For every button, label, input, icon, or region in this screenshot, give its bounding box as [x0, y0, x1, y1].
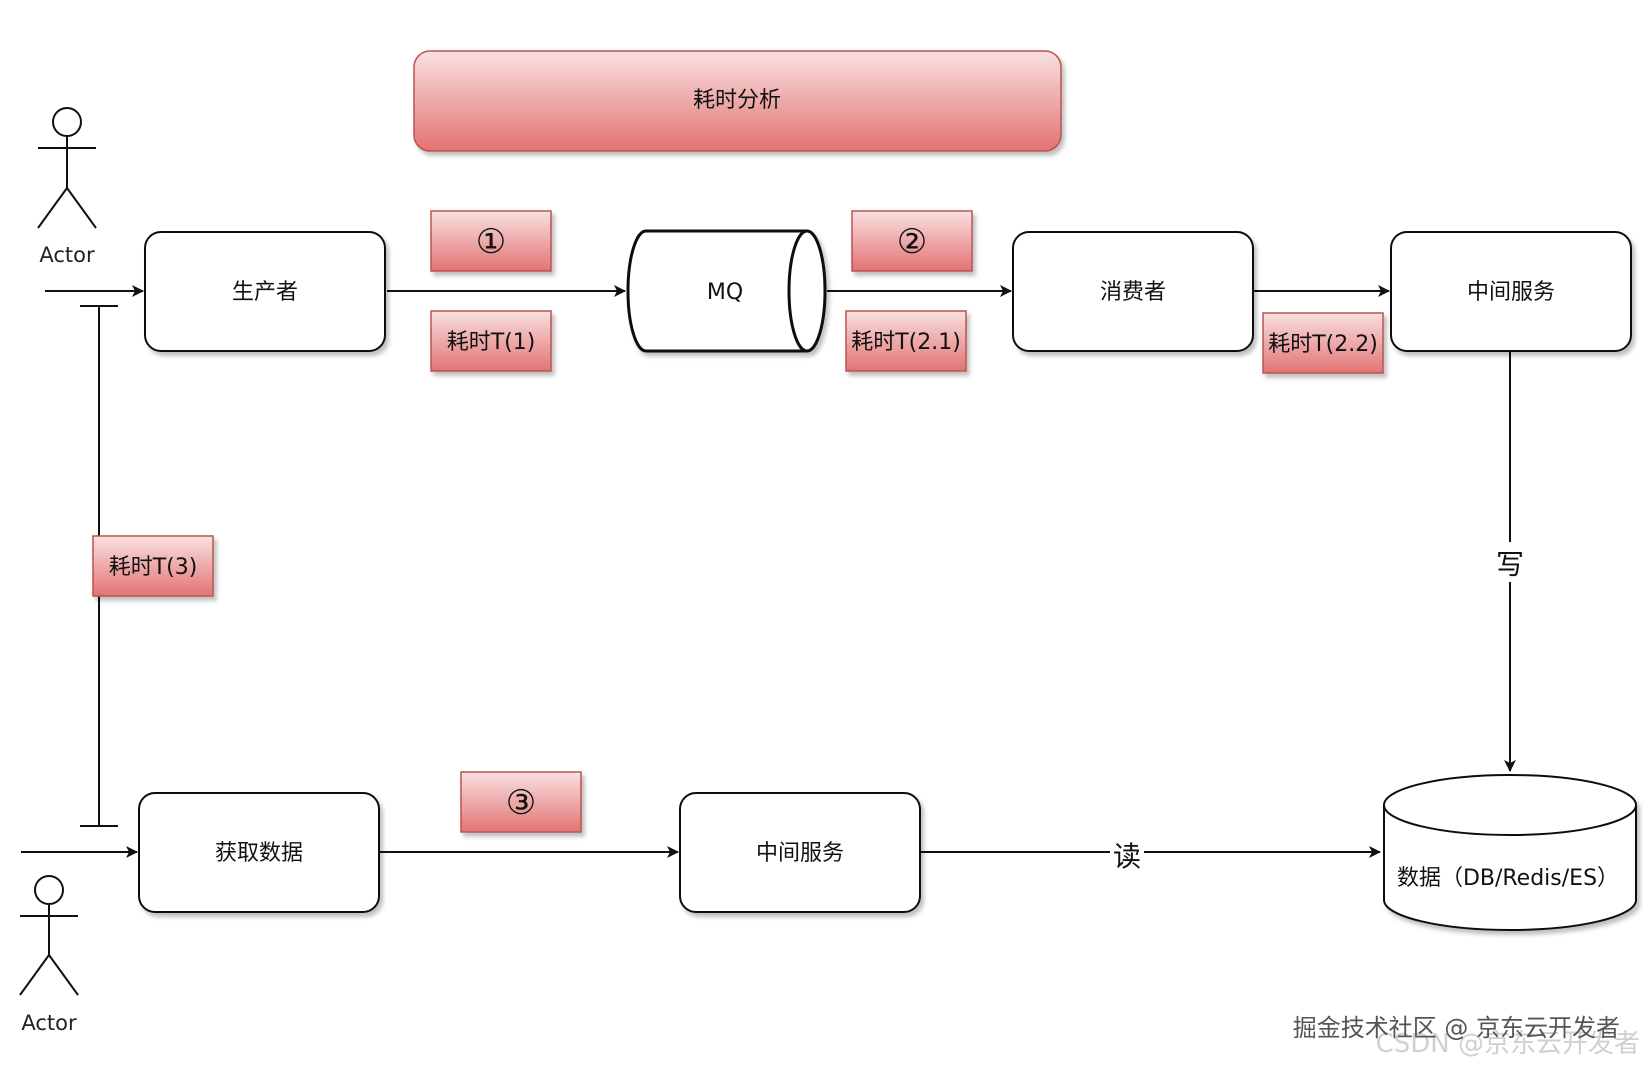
tag-t21	[845, 310, 967, 372]
read-label-bg	[1110, 834, 1144, 874]
title-text: 耗时分析	[693, 88, 781, 113]
tag-t1	[430, 310, 552, 372]
tag-t21-text: 耗时T(2.1)	[851, 330, 961, 355]
datastore-label: 数据（DB/Redis/ES）	[1397, 866, 1619, 891]
write-label-bg	[1494, 542, 1526, 582]
mq-node	[626, 229, 827, 353]
datastore-node	[1383, 774, 1637, 931]
fetch-data-label: 获取数据	[215, 841, 303, 866]
read-label: 读	[1113, 840, 1141, 873]
tag-t3	[92, 535, 214, 597]
fetch-data-node	[138, 792, 380, 913]
tag-step3-text: ③	[506, 783, 536, 823]
middle-service-top-node	[1390, 231, 1632, 352]
watermark-secondary: CSDN @京东云开发者	[1376, 1029, 1640, 1059]
tag-step1-text: ①	[476, 222, 506, 262]
middle-service-bottom-node	[679, 792, 921, 913]
edges	[21, 285, 1516, 858]
write-label: 写	[1496, 548, 1524, 581]
tag-t22	[1262, 312, 1384, 374]
consumer-node	[1012, 231, 1254, 352]
title-banner	[413, 50, 1062, 152]
watermark-primary: 掘金技术社区 @ 京东云开发者	[1293, 1014, 1620, 1042]
tag-step2	[851, 210, 973, 272]
consumer-label: 消费者	[1100, 280, 1166, 305]
mq-label: MQ	[707, 280, 743, 305]
tag-step3	[460, 771, 582, 833]
tag-t3-text: 耗时T(3)	[109, 555, 198, 580]
producer-node	[144, 231, 386, 352]
tag-t1-text: 耗时T(1)	[447, 330, 536, 355]
tag-t22-text: 耗时T(2.2)	[1268, 332, 1378, 357]
actor-icon-bottom	[19, 875, 79, 996]
actor-label-top: Actor	[39, 243, 95, 267]
actor-label-bottom: Actor	[21, 1011, 77, 1035]
actor-icon-top	[37, 107, 97, 229]
middle-service-bottom-label: 中间服务	[756, 841, 844, 866]
middle-service-top-label: 中间服务	[1467, 280, 1555, 305]
tag-step1	[430, 210, 552, 272]
producer-label: 生产者	[232, 280, 298, 305]
tag-step2-text: ②	[897, 222, 927, 262]
